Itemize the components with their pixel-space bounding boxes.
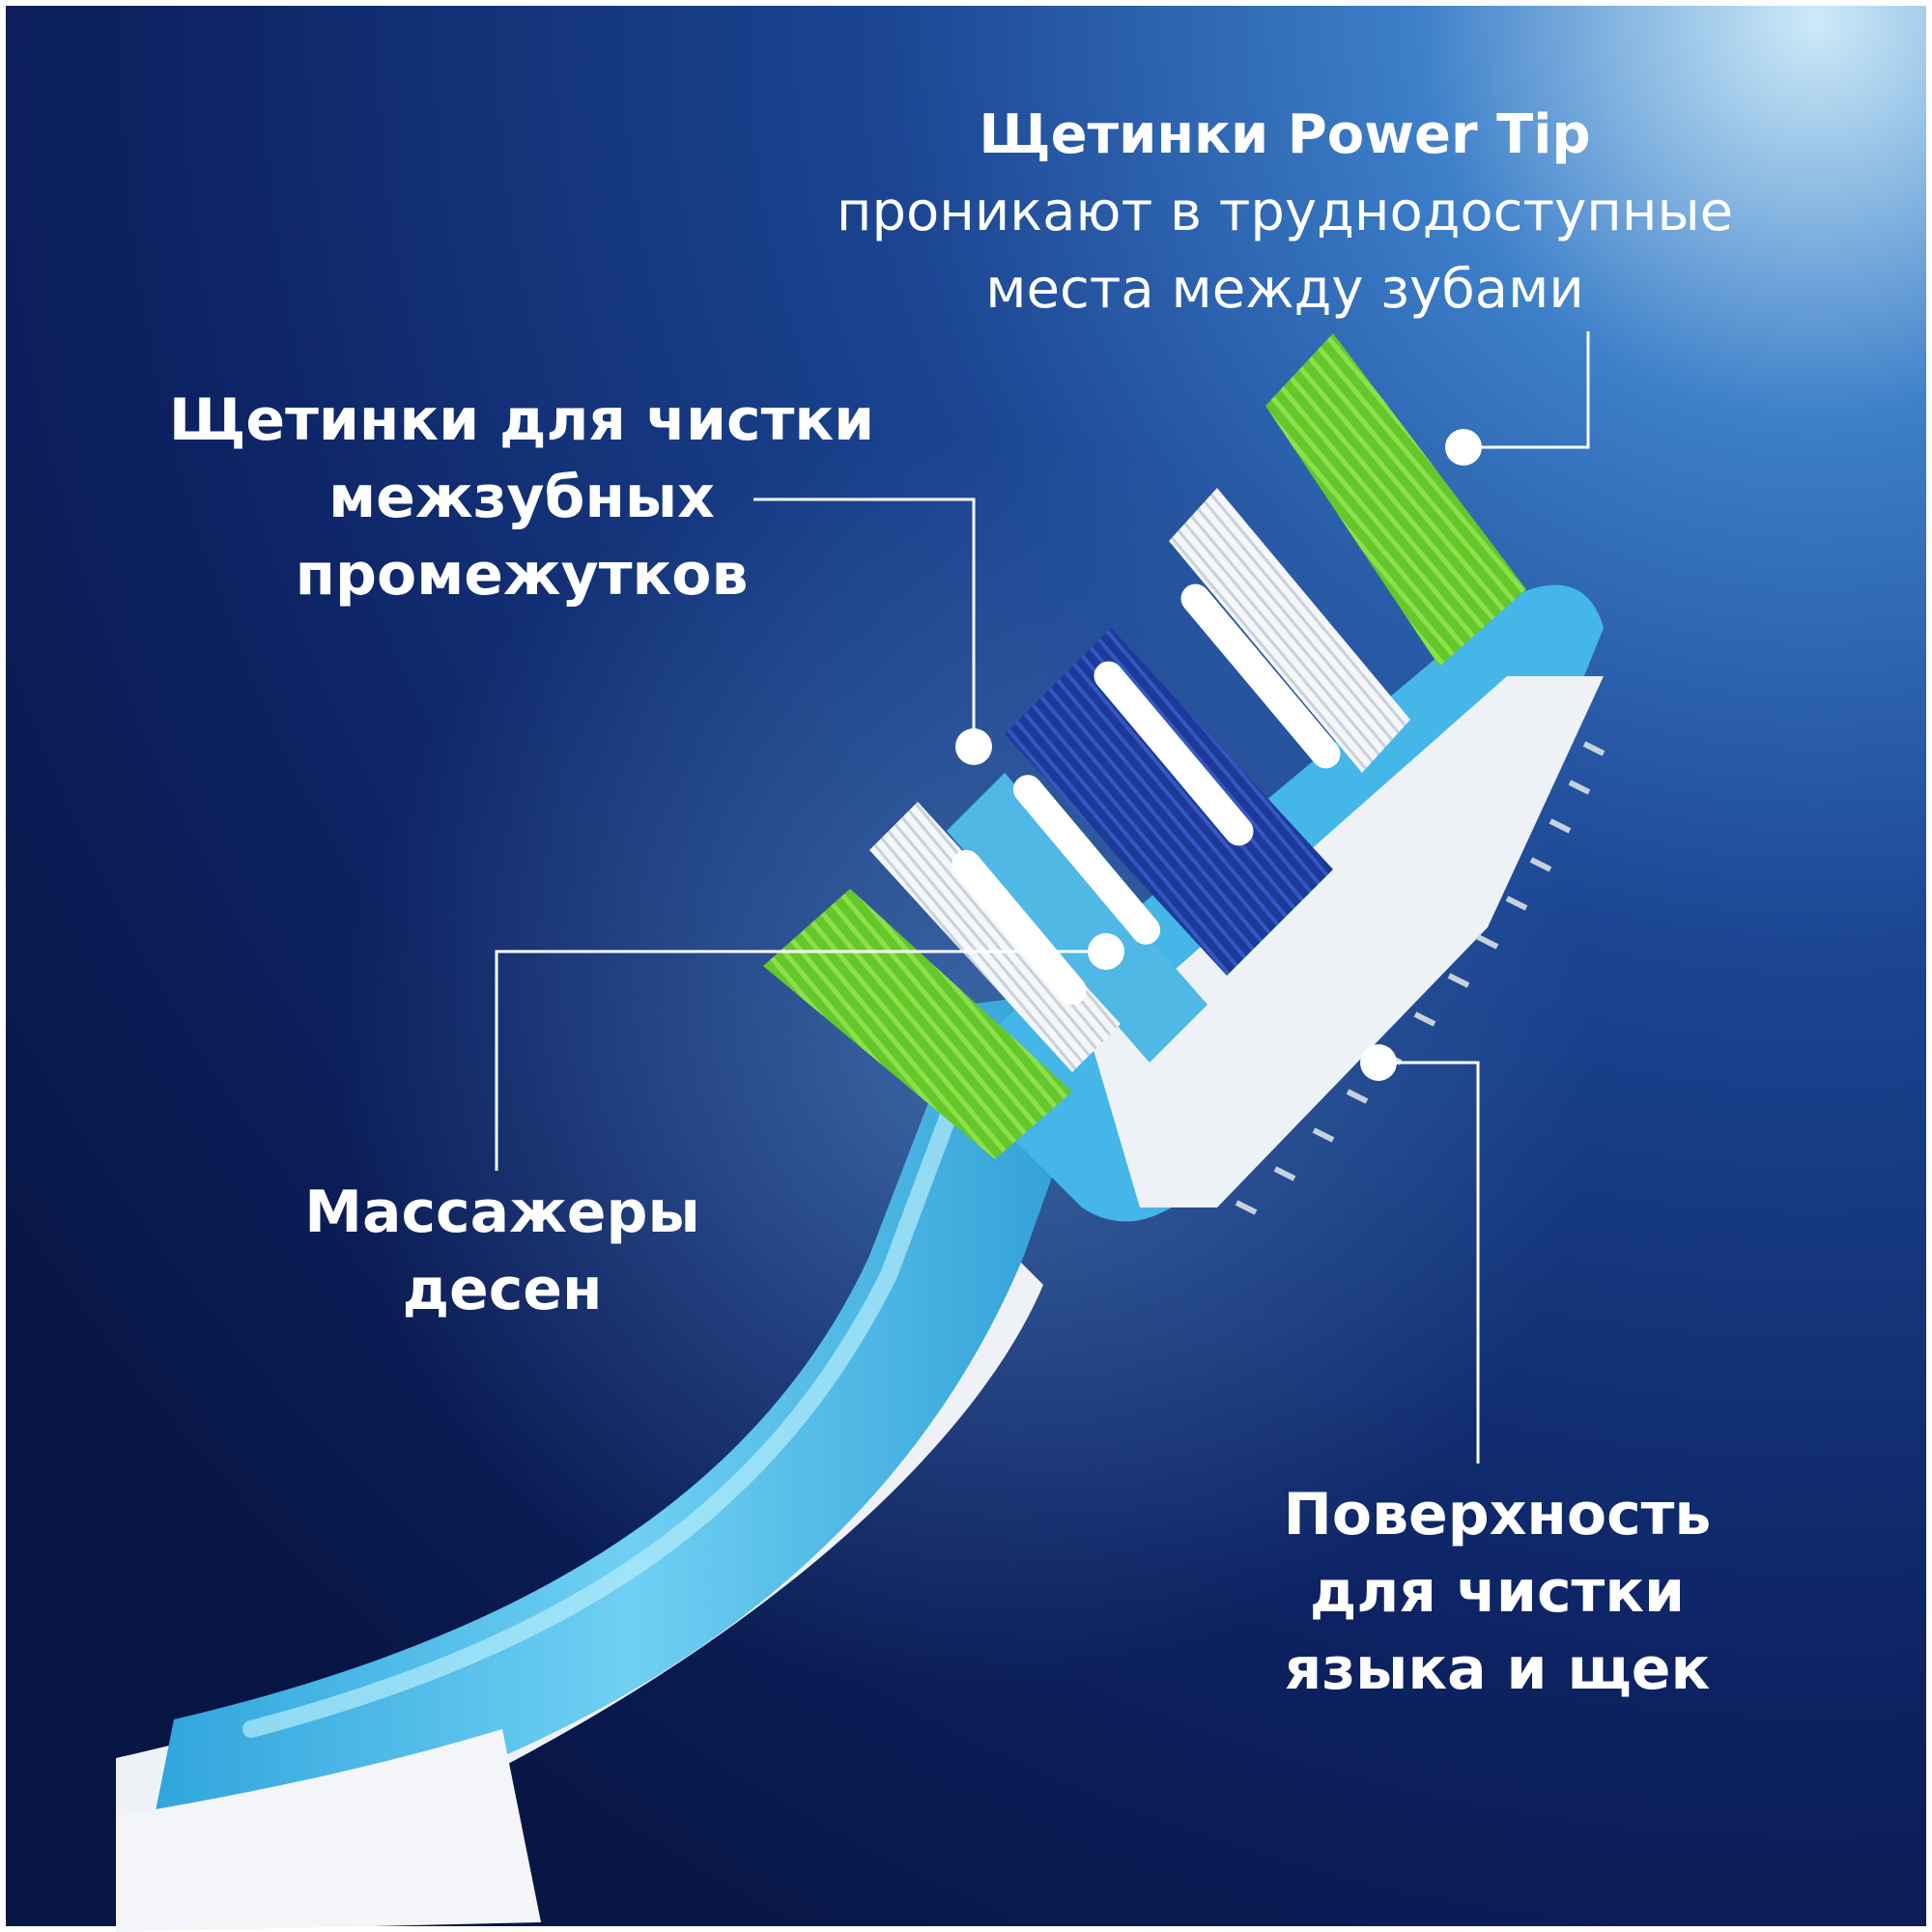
callout-power-tip: Щетинки Power Tip проникают в труднодост… — [753, 97, 1816, 328]
callout-lines — [495, 331, 1590, 1463]
callout-power-tip-title: Щетинки Power Tip — [979, 103, 1591, 166]
callout-tongue-cleaner-line3: языка и щек — [1284, 1635, 1711, 1703]
white-bristles-top — [1169, 488, 1410, 773]
handle-highlight — [242, 1035, 984, 1738]
callout-gum-massagers-line2: десен — [402, 1256, 603, 1323]
white-bristles-bottom — [869, 802, 1121, 1072]
callout-dots — [955, 429, 1482, 1081]
callout-power-tip-line2: проникают в труднодоступные — [836, 181, 1734, 243]
callout-tongue-cleaner: Поверхность для чистки языка и щек — [1198, 1476, 1797, 1708]
brush-head-white-panel — [1092, 676, 1604, 1208]
callout-interdental: Щетинки для чистки межзубных промежутков — [126, 382, 918, 613]
light-blue-bristles — [947, 773, 1208, 1063]
gum-massager-dot — [1088, 933, 1124, 970]
callout-gum-massagers-line1: Массажеры — [304, 1179, 700, 1246]
callout-interdental-line2: межзубных — [328, 464, 715, 531]
callout-interdental-line3: промежутков — [295, 541, 749, 609]
callout-interdental-line1: Щетинки для чистки — [168, 386, 875, 454]
navy-bristles — [1005, 628, 1333, 976]
power-tip-bristles — [1265, 333, 1526, 667]
callout-tongue-cleaner-line1: Поверхность — [1283, 1481, 1712, 1548]
callout-power-tip-line3: места между зубами — [985, 258, 1584, 321]
gum-massager-bristles — [763, 889, 1072, 1159]
tongue-cleaner-dot — [1360, 1044, 1397, 1081]
callout-gum-massagers: Массажеры десен — [251, 1174, 753, 1328]
power-tip-dot — [1445, 429, 1482, 466]
rubber-fins — [952, 583, 1341, 1006]
callout-tongue-cleaner-line2: для чистки — [1309, 1558, 1686, 1626]
handle-band — [116, 1729, 541, 1932]
interdental-dot — [955, 728, 992, 765]
